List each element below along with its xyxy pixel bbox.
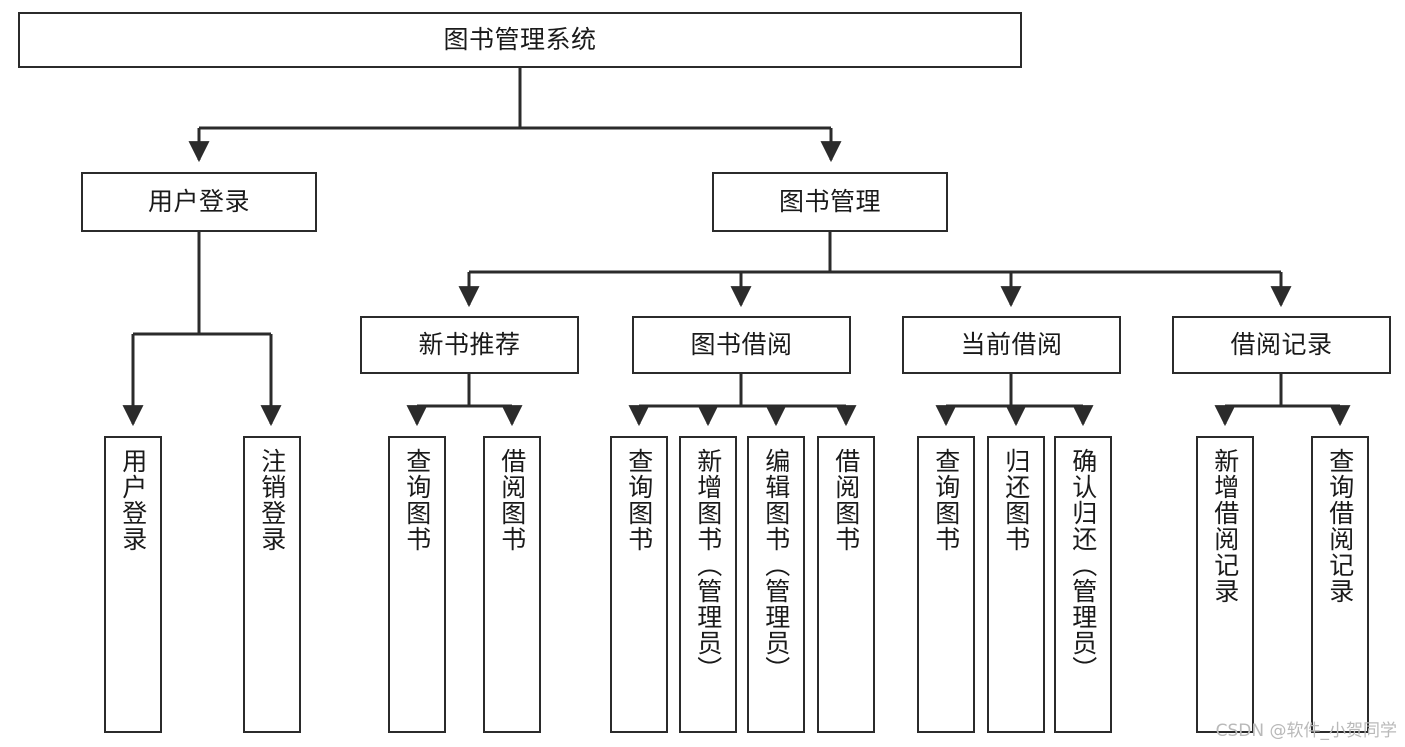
node-book-borrow[interactable]: 图书借阅 bbox=[632, 316, 851, 374]
node-book-management[interactable]: 图书管理 bbox=[712, 172, 948, 232]
leaf-node-label: 查询图书 bbox=[931, 448, 961, 552]
csdn-watermark: CSDN @软件_小贺同学 bbox=[1215, 721, 1397, 741]
node-user-login[interactable]: 用户登录 bbox=[81, 172, 317, 232]
leaf-node[interactable]: 查询图书 bbox=[388, 436, 446, 733]
node-current-borrow-label: 当前借阅 bbox=[960, 330, 1063, 360]
leaf-node[interactable]: 归还图书 bbox=[987, 436, 1045, 733]
node-current-borrow[interactable]: 当前借阅 bbox=[902, 316, 1121, 374]
leaf-node-label: 借阅图书 bbox=[497, 448, 527, 552]
leaf-node-label: 编辑图书（管理员） bbox=[761, 448, 791, 682]
node-book-management-label: 图书管理 bbox=[778, 187, 881, 217]
leaf-node[interactable]: 查询借阅记录 bbox=[1311, 436, 1369, 733]
node-borrow-record[interactable]: 借阅记录 bbox=[1172, 316, 1391, 374]
leaf-node[interactable]: 借阅图书 bbox=[483, 436, 541, 733]
leaf-node-label: 注销登录 bbox=[257, 448, 287, 552]
leaf-node-label: 借阅图书 bbox=[831, 448, 861, 552]
node-user-login-label: 用户登录 bbox=[147, 187, 250, 217]
leaf-node[interactable]: 新增借阅记录 bbox=[1196, 436, 1254, 733]
leaf-node[interactable]: 用户登录 bbox=[104, 436, 162, 733]
leaf-node[interactable]: 注销登录 bbox=[243, 436, 301, 733]
leaf-node-label: 新增图书（管理员） bbox=[693, 448, 723, 682]
node-root[interactable]: 图书管理系统 bbox=[18, 12, 1022, 68]
node-borrow-record-label: 借阅记录 bbox=[1230, 330, 1333, 360]
leaf-node[interactable]: 新增图书（管理员） bbox=[679, 436, 737, 733]
leaf-node[interactable]: 查询图书 bbox=[610, 436, 668, 733]
node-book-borrow-label: 图书借阅 bbox=[690, 330, 793, 360]
leaf-node-label: 归还图书 bbox=[1001, 448, 1031, 552]
leaf-node-label: 查询图书 bbox=[402, 448, 432, 552]
leaf-node[interactable]: 确认归还（管理员） bbox=[1054, 436, 1112, 733]
leaf-node-label: 新增借阅记录 bbox=[1210, 448, 1240, 604]
leaf-node-label: 确认归还（管理员） bbox=[1068, 448, 1098, 682]
node-root-label: 图书管理系统 bbox=[443, 25, 597, 55]
leaf-node[interactable]: 借阅图书 bbox=[817, 436, 875, 733]
leaf-node-label: 查询图书 bbox=[624, 448, 654, 552]
leaf-node[interactable]: 查询图书 bbox=[917, 436, 975, 733]
leaf-node-label: 用户登录 bbox=[118, 448, 148, 552]
leaf-node-label: 查询借阅记录 bbox=[1325, 448, 1355, 604]
node-new-book-recommend[interactable]: 新书推荐 bbox=[360, 316, 579, 374]
leaf-node[interactable]: 编辑图书（管理员） bbox=[747, 436, 805, 733]
node-new-book-recommend-label: 新书推荐 bbox=[418, 330, 521, 360]
